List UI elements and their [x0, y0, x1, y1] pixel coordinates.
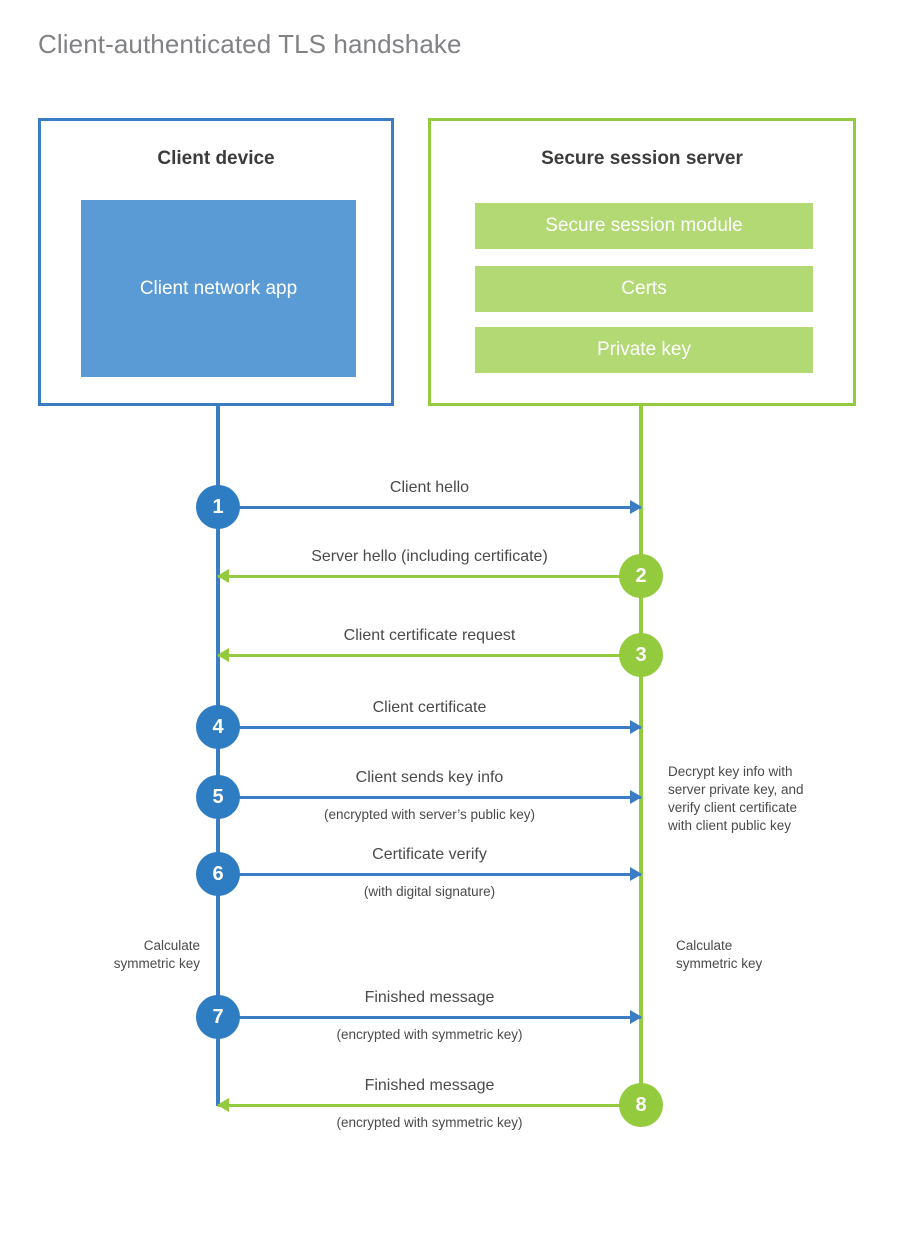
arrow-shaft: [218, 1103, 641, 1107]
client-device-box: Client device Client network app: [38, 118, 394, 406]
message-label-step-6: Certificate verify: [372, 846, 487, 863]
arrow-shaft: [218, 1015, 641, 1019]
secure-session-server-title: Secure session server: [541, 148, 743, 169]
message-sublabel-step-8: (encrypted with symmetric key): [336, 1115, 523, 1130]
message-label-step-7: Finished message: [364, 989, 495, 1006]
arrow-shaft: [218, 725, 641, 729]
message-sublabel-step-7: (encrypted with symmetric key): [336, 1027, 523, 1042]
arrow-shaft: [218, 505, 641, 509]
client-network-app-block: Client network app: [81, 200, 356, 377]
annotation-server-calculate-symmetric-key: Calculate symmetric key: [676, 938, 763, 971]
page-title: Client-authenticated TLS handshake: [38, 29, 462, 59]
arrow-head-icon: [630, 720, 642, 734]
server-component-secure-session-module: Secure session module: [475, 203, 813, 249]
step-circle-3[interactable]: 3: [619, 633, 663, 677]
message-label-step-1: Client hello: [389, 479, 470, 496]
step-circle-2[interactable]: 2: [619, 554, 663, 598]
step-circle-7[interactable]: 7: [196, 995, 240, 1039]
arrow-shaft: [218, 653, 641, 657]
message-sublabel-step-5: (encrypted with server’s public key): [323, 807, 536, 822]
message-label-step-3: Client certificate request: [343, 627, 516, 644]
message-label-step-5: Client sends key info: [355, 769, 504, 786]
message-sublabel-step-6: (with digital signature): [363, 884, 496, 899]
annotation-client-calculate-symmetric-key: Calculate symmetric key: [113, 938, 200, 971]
arrow-head-icon: [630, 1010, 642, 1024]
step-circle-6[interactable]: 6: [196, 852, 240, 896]
arrow-shaft: [218, 574, 641, 578]
server-lifeline: [639, 406, 643, 1106]
arrow-head-icon: [217, 1098, 229, 1112]
step-circle-4[interactable]: 4: [196, 705, 240, 749]
server-component-certs: Certs: [475, 266, 813, 312]
secure-session-server-box: Secure session server Secure session mod…: [428, 118, 856, 406]
message-label-step-4: Client certificate: [372, 699, 487, 716]
step-circle-8[interactable]: 8: [619, 1083, 663, 1127]
arrow-head-icon: [217, 569, 229, 583]
client-device-title: Client device: [157, 148, 275, 169]
arrow-shaft: [218, 795, 641, 799]
annotation-server-decrypt: Decrypt key info with server private key…: [668, 764, 804, 833]
arrow-head-icon: [217, 648, 229, 662]
arrow-shaft: [218, 872, 641, 876]
arrow-head-icon: [630, 500, 642, 514]
client-lifeline: [216, 406, 220, 1106]
message-label-step-2: Server hello (including certificate): [311, 548, 548, 565]
step-circle-1[interactable]: 1: [196, 485, 240, 529]
server-component-private-key: Private key: [475, 327, 813, 373]
step-circle-5[interactable]: 5: [196, 775, 240, 819]
arrow-head-icon: [630, 867, 642, 881]
message-label-step-8: Finished message: [364, 1077, 495, 1094]
arrow-head-icon: [630, 790, 642, 804]
